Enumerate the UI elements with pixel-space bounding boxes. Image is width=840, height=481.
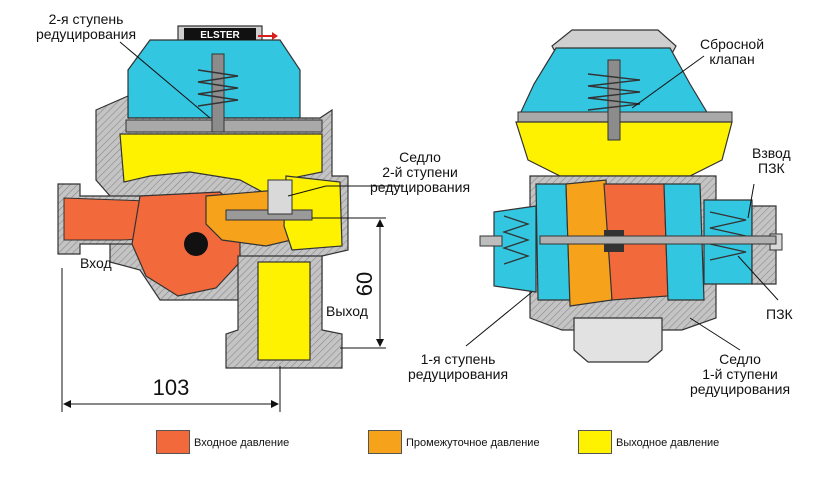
legend-swatch-outlet (578, 430, 612, 454)
label-psk: ПЗК (766, 306, 793, 322)
left-regulator (57, 25, 349, 369)
dimension-width: 103 (153, 375, 190, 400)
dimension-height: 60 (352, 272, 377, 296)
legend-label-inlet: Входное давление (194, 437, 290, 449)
legend-label-intermediate: Промежуточное давление (406, 437, 540, 449)
leader-lines (119, 41, 779, 351)
outlet-pipe-left (257, 261, 311, 361)
legend-swatch-inlet (156, 430, 190, 454)
legend-swatch-intermediate (368, 430, 402, 454)
label-outlet: Выход (326, 303, 368, 319)
legend-label-outlet: Выходное давление (616, 437, 720, 449)
right-regulator (479, 29, 783, 363)
outlet-chamber-right (515, 121, 733, 177)
label-inlet: Вход (80, 255, 112, 271)
dimension-lines (61, 217, 386, 412)
brand-logo: ELSTER (200, 30, 240, 41)
